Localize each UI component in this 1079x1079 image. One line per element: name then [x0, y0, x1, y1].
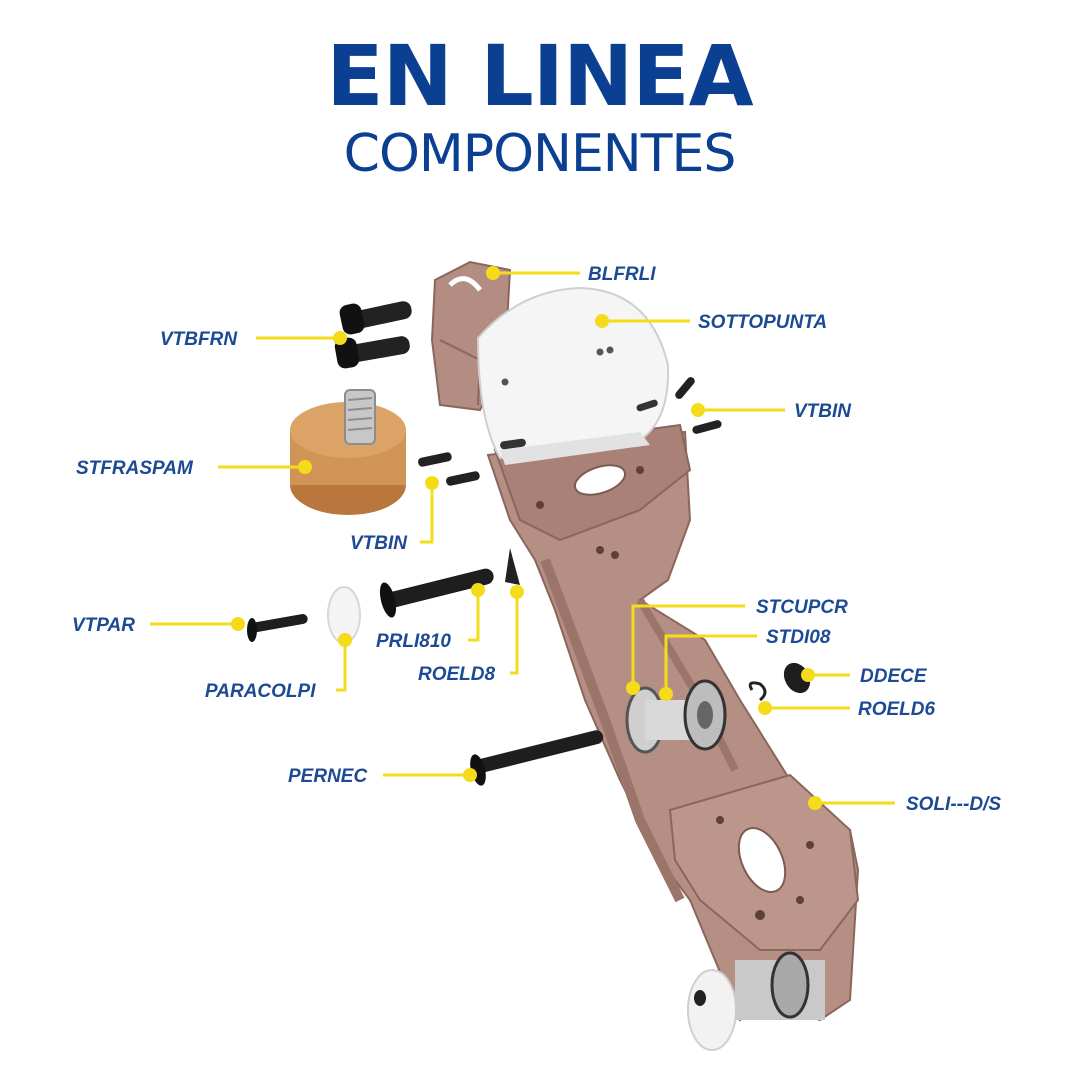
leader-stdi08 — [664, 634, 757, 694]
vtbin-screws — [418, 377, 722, 486]
leader-vtbin-left — [420, 483, 434, 544]
label-vtbin-left: VTBIN — [350, 533, 408, 554]
sottopunta-plate — [476, 286, 670, 460]
leader-dots — [231, 266, 822, 810]
title-block: EN LINEA COMPONENTES — [0, 28, 1079, 182]
label-prli810: PRLI810 — [376, 631, 451, 652]
label-pernec: PERNEC — [288, 766, 367, 787]
leader-roeld8 — [510, 592, 519, 675]
page-title: EN LINEA — [326, 27, 753, 125]
label-stdi08: STDI08 — [766, 627, 831, 648]
label-paracolpi: PARACOLPI — [205, 681, 316, 702]
vtpar-screw — [247, 614, 308, 642]
leader-prli810 — [468, 590, 480, 642]
vtbfrn-screws — [334, 301, 412, 369]
label-stcupcr: STCUPCR — [756, 597, 848, 618]
prli810-pin — [379, 548, 520, 618]
label-vtbin-right: VTBIN — [794, 401, 852, 422]
leader-paracolpi — [336, 640, 347, 692]
label-sottopunta: SOTTOPUNTA — [698, 312, 827, 333]
part-labels: BLFRLI SOTTOPUNTA VTBFRN VTBIN STFRASPAM… — [72, 264, 1001, 815]
leader-stcupcr — [631, 604, 745, 688]
label-vtbfrn: VTBFRN — [160, 329, 238, 350]
stfraspam-bumper — [290, 389, 406, 515]
pernec-bolt — [470, 730, 604, 786]
bearing-assembly — [625, 679, 727, 754]
label-soli: SOLI---D/S — [906, 794, 1001, 815]
label-blfrli: BLFRLI — [588, 264, 656, 285]
label-roeld6: ROELD6 — [858, 699, 936, 720]
rear-wheel — [687, 951, 825, 1051]
page-subtitle: COMPONENTES — [343, 124, 737, 184]
label-vtpar: VTPAR — [72, 615, 135, 636]
label-stfraspam: STFRASPAM — [76, 458, 194, 479]
leader-lines — [150, 271, 895, 805]
label-ddece: DDECE — [860, 666, 928, 687]
label-roeld8: ROELD8 — [418, 664, 496, 685]
